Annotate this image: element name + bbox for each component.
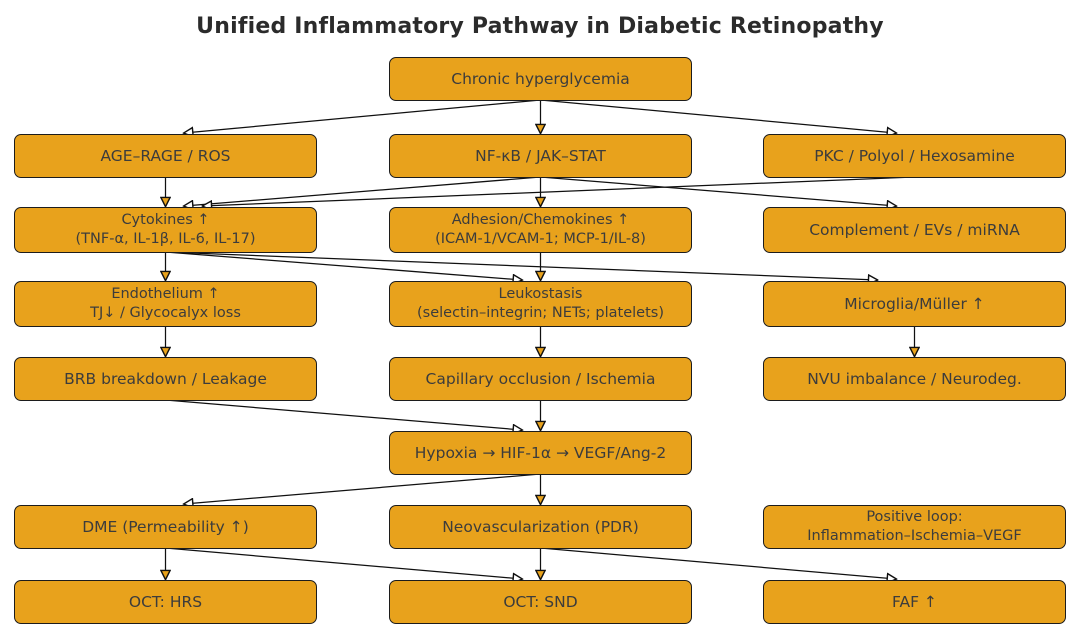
node-label: BRB breakdown / Leakage [64,369,267,388]
node-hypoxia-hif-vegf: Hypoxia → HIF-1α → VEGF/Ang-2 [389,431,692,475]
edge-nfkb-to-cytokines [184,176,541,206]
node-endothelium: Endothelium ↑ TJ↓ / Glycocalyx loss [14,281,317,327]
node-complement-evs-mirna: Complement / EVs / miRNA [763,207,1066,253]
node-nfkb-jak-stat: NF-κB / JAK–STAT [389,134,692,178]
diagram-title: Unified Inflammatory Pathway in Diabetic… [196,14,884,39]
node-age-rage-ros: AGE–RAGE / ROS [14,134,317,178]
node-label: OCT: HRS [128,592,203,611]
node-label: OCT: SND [503,592,578,611]
node-label: Capillary occlusion / Ischemia [425,369,656,388]
node-positive-loop: Positive loop: Inflammation–Ischemia–VEG… [763,505,1066,549]
node-label-line1: Positive loop: [866,508,963,525]
node-faf: FAF ↑ [763,580,1066,624]
node-label-line2: TJ↓ / Glycocalyx loss [90,305,241,321]
node-leukostasis: Leukostasis (selectin–integrin; NETs; pl… [389,281,692,327]
node-nvu-imbalance: NVU imbalance / Neurodeg. [763,357,1066,401]
node-microglia-muller: Microglia/Müller ↑ [763,281,1066,327]
node-label: PKC / Polyol / Hexosamine [814,146,1015,165]
node-label-line1: Leukostasis [498,285,583,302]
node-dme-permeability: DME (Permeability ↑) [14,505,317,549]
edge-brb-to-hypoxia [165,399,522,430]
node-label: Neovascularization (PDR) [442,517,639,536]
node-label: Hypoxia → HIF-1α → VEGF/Ang-2 [414,443,667,462]
edge-chronic-to-pkc [540,99,896,133]
edge-hypoxia-to-dme [184,473,541,504]
node-label-line2: (TNF-α, IL-1β, IL-6, IL-17) [75,231,256,247]
node-label-line2: Inflammation–Ischemia–VEGF [807,528,1022,544]
node-adhesion-chemokines: Adhesion/Chemokines ↑ (ICAM-1/VCAM-1; MC… [389,207,692,253]
node-label: Microglia/Müller ↑ [844,294,985,313]
node-label-line2: (selectin–integrin; NETs; platelets) [417,305,664,321]
node-cytokines: Cytokines ↑ (TNF-α, IL-1β, IL-6, IL-17) [14,207,317,253]
node-pkc-polyol-hexosamine: PKC / Polyol / Hexosamine [763,134,1066,178]
edge-neovasc-to-faf [540,547,896,579]
node-oct-hrs: OCT: HRS [14,580,317,624]
node-label: DME (Permeability ↑) [82,517,249,536]
node-label-line1: Endothelium ↑ [111,285,220,302]
node-label: NVU imbalance / Neurodeg. [807,369,1022,388]
node-label: AGE–RAGE / ROS [100,146,231,165]
node-label: Chronic hyperglycemia [451,69,630,88]
edge-nfkb-to-complement [540,176,896,206]
node-capillary-occlusion: Capillary occlusion / Ischemia [389,357,692,401]
node-label: Complement / EVs / miRNA [809,220,1020,239]
edge-dme-to-oct_snd [165,547,522,579]
node-label-line1: Adhesion/Chemokines ↑ [451,211,630,228]
node-label-line1: Cytokines ↑ [121,211,210,228]
node-brb-breakdown: BRB breakdown / Leakage [14,357,317,401]
node-oct-snd: OCT: SND [389,580,692,624]
node-label-line2: (ICAM-1/VCAM-1; MCP-1/IL-8) [435,231,646,247]
edge-chronic-to-age_rage [184,99,541,133]
edge-pkc-to-cytokines [203,176,915,206]
node-neovascularization-pdr: Neovascularization (PDR) [389,505,692,549]
node-label: NF-κB / JAK–STAT [475,146,606,165]
edge-cytokines-to-leukostasis [165,251,522,280]
node-label: FAF ↑ [892,592,937,611]
edge-cytokines-to-microglia [165,251,878,280]
node-chronic-hyperglycemia: Chronic hyperglycemia [389,57,692,101]
